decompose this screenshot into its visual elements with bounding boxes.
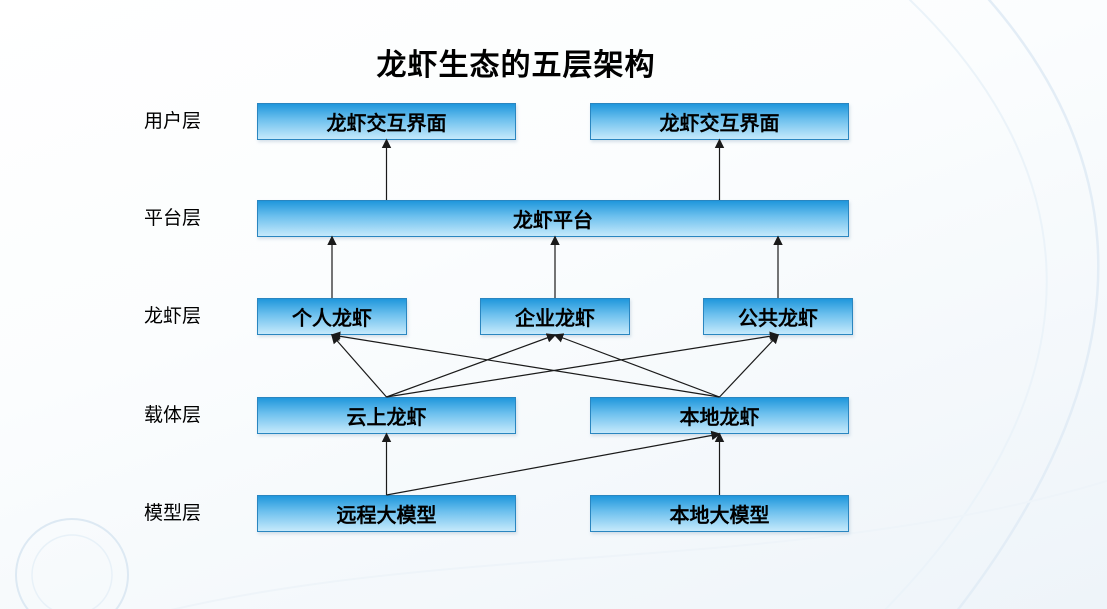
- layer-label-model: 模型层: [144, 503, 202, 524]
- box-local-large-model: 本地大模型: [590, 495, 849, 532]
- layer-label-user: 用户层: [144, 111, 202, 132]
- box-remote-large-model: 远程大模型: [257, 495, 516, 532]
- box-personal-lobster: 个人龙虾: [257, 298, 407, 335]
- layer-label-carrier: 载体层: [144, 405, 202, 426]
- box-lobster-ui-right: 龙虾交互界面: [590, 103, 849, 140]
- box-public-lobster: 公共龙虾: [703, 298, 853, 335]
- box-enterprise-lobster: 企业龙虾: [480, 298, 630, 335]
- box-local-lobster: 本地龙虾: [590, 397, 849, 434]
- diagram-title: 龙虾生态的五层架构: [376, 49, 656, 82]
- box-lobster-platform: 龙虾平台: [257, 200, 849, 237]
- layer-label-lobster: 龙虾层: [144, 306, 202, 327]
- layer-label-platform: 平台层: [144, 208, 202, 229]
- box-lobster-ui-left: 龙虾交互界面: [257, 103, 516, 140]
- box-cloud-lobster: 云上龙虾: [257, 397, 516, 434]
